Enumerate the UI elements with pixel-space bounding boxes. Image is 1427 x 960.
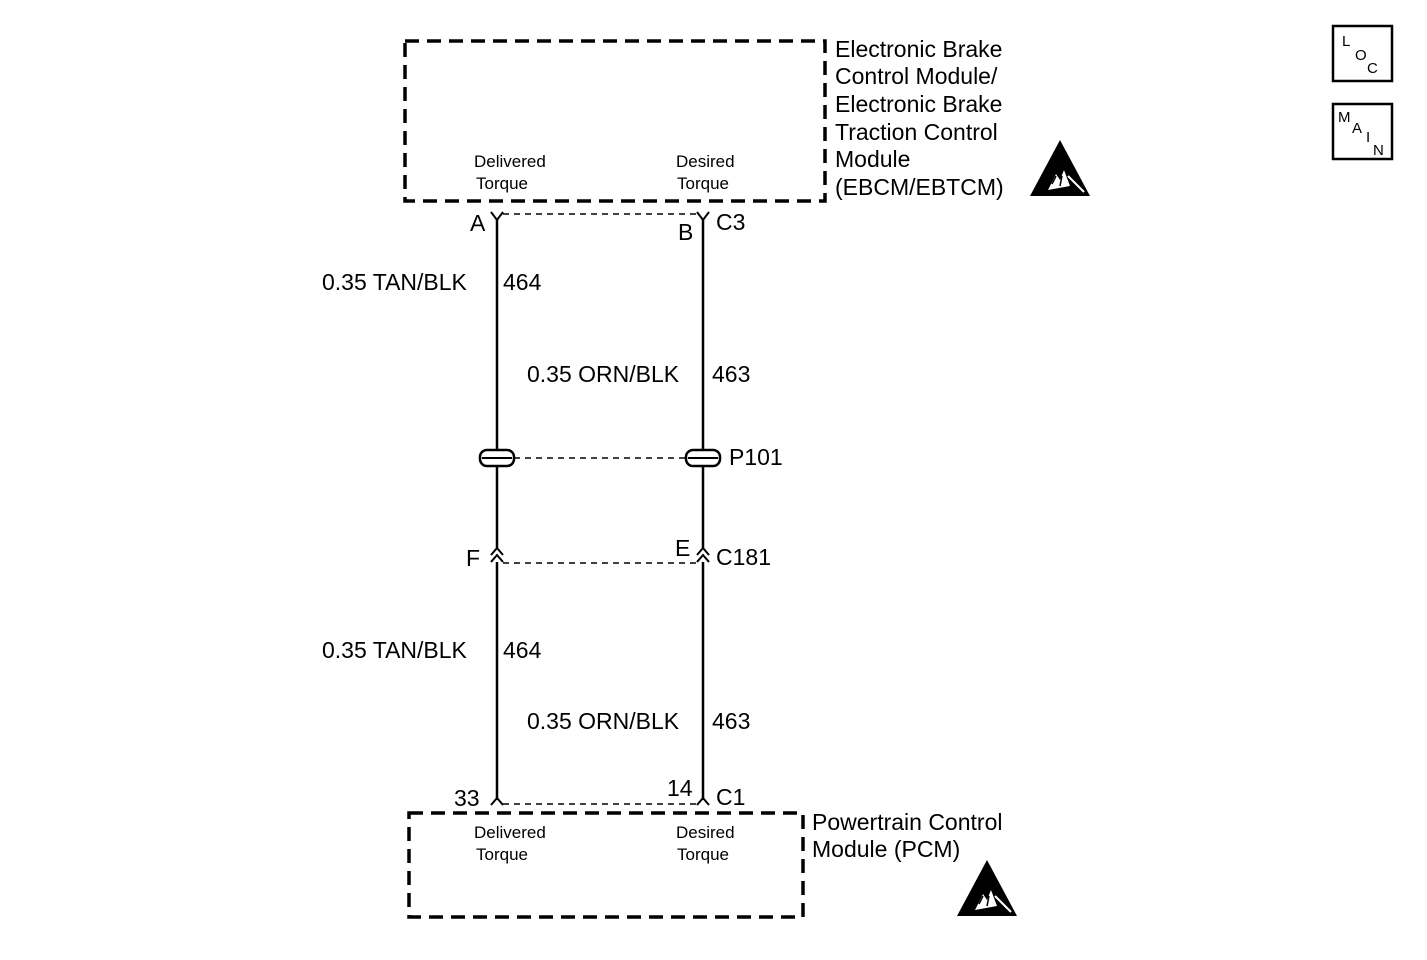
pcm-title: Powertrain Control Module (PCM) bbox=[812, 809, 1009, 862]
c3-terminal-a bbox=[490, 211, 504, 222]
wire-463-upper-circuit: 463 bbox=[712, 361, 750, 387]
svg-text:M: M bbox=[1338, 109, 1351, 126]
wire-464-upper-circuit: 464 bbox=[503, 269, 542, 295]
c181-pin-e: E bbox=[675, 535, 690, 561]
svg-text:I: I bbox=[1366, 129, 1370, 146]
wire-463-lower-gauge: 0.35 ORN/BLK bbox=[527, 708, 680, 734]
pcm-delivered-torque-label: Delivered Torque bbox=[474, 823, 551, 864]
p101-grommet-left bbox=[478, 448, 516, 468]
c3-pin-a: A bbox=[470, 210, 486, 236]
loc-badge[interactable]: L O C bbox=[1331, 24, 1394, 83]
ebcm-desired-torque-label: Desired Torque bbox=[676, 152, 739, 193]
p101-label: P101 bbox=[729, 444, 783, 470]
c181-terminal-f bbox=[490, 546, 504, 563]
ebcm-title: Electronic Brake Control Module/ Electro… bbox=[835, 36, 1009, 200]
c3-terminal-b bbox=[696, 211, 710, 222]
wire-464-lower-circuit: 464 bbox=[503, 637, 542, 663]
svg-text:O: O bbox=[1355, 47, 1367, 64]
c181-pin-f: F bbox=[466, 545, 480, 571]
c3-connector-label: C3 bbox=[716, 209, 745, 235]
c1-terminal-14 bbox=[696, 796, 710, 806]
c181-terminal-e bbox=[696, 546, 710, 563]
esd-warning-icon bbox=[957, 860, 1017, 916]
p101-grommet-right bbox=[684, 448, 722, 468]
c1-pin-33: 33 bbox=[454, 785, 480, 811]
c1-pin-14: 14 bbox=[667, 775, 693, 801]
pcm-desired-torque-label: Desired Torque bbox=[676, 823, 739, 864]
wire-463-upper-gauge: 0.35 ORN/BLK bbox=[527, 361, 680, 387]
wire-464-upper-gauge: 0.35 TAN/BLK bbox=[322, 269, 468, 295]
main-badge[interactable]: M A I N bbox=[1331, 102, 1394, 161]
svg-text:L: L bbox=[1342, 33, 1350, 50]
c3-pin-b: B bbox=[678, 219, 693, 245]
c1-connector-label: C1 bbox=[716, 784, 745, 810]
svg-text:A: A bbox=[1352, 120, 1362, 137]
wire-464-lower-gauge: 0.35 TAN/BLK bbox=[322, 637, 468, 663]
pcm-module-box bbox=[407, 811, 805, 919]
svg-text:C: C bbox=[1367, 60, 1378, 77]
svg-text:N: N bbox=[1373, 142, 1384, 159]
c181-label: C181 bbox=[716, 544, 771, 570]
c1-terminal-33 bbox=[490, 796, 504, 806]
wire-463-lower-circuit: 463 bbox=[712, 708, 750, 734]
ebcm-delivered-torque-label: Delivered Torque bbox=[474, 152, 551, 193]
esd-warning-icon bbox=[1030, 140, 1090, 196]
ebcm-module-box bbox=[403, 39, 827, 203]
